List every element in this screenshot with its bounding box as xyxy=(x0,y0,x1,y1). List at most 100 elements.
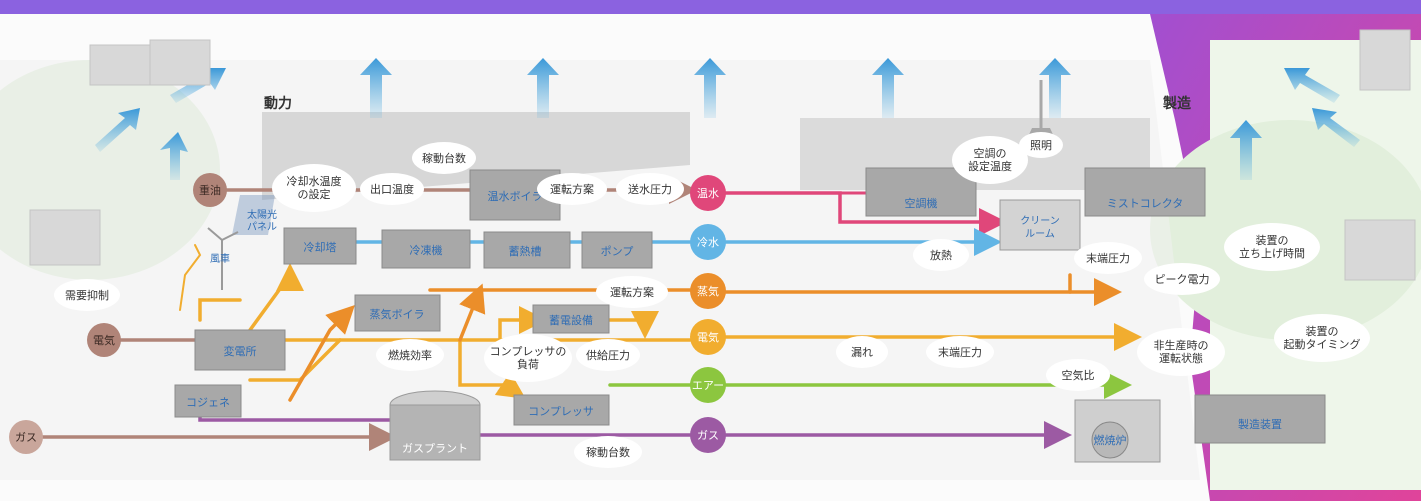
section-label-power: 動力 xyxy=(264,95,292,112)
gas-node xyxy=(690,417,726,453)
steam-riser xyxy=(458,283,486,342)
oil-source-label: 重油 xyxy=(199,183,221,197)
electricity-label: 電気 xyxy=(697,330,719,344)
heat-storage-tank-label: 蓄熱槽 xyxy=(509,245,542,258)
steam-boiler: 蒸気ボイラ xyxy=(354,294,441,332)
pump: ポンプ xyxy=(581,231,653,269)
house xyxy=(149,39,211,86)
upflow-arrow xyxy=(1284,68,1340,103)
manufacturing-equipment: 製造装置 xyxy=(1194,394,1326,444)
upflow-arrow xyxy=(160,132,188,180)
battery-out xyxy=(608,311,659,339)
bubble xyxy=(1074,242,1142,274)
cooling-tower: 冷却塔 xyxy=(283,227,357,265)
bubble xyxy=(537,173,607,205)
bubble-ac-temp-setting: 空調の設定温度 xyxy=(968,146,1012,173)
electric-to-compressor xyxy=(458,338,526,399)
cold-water-node xyxy=(690,224,726,260)
wind-turbine-label: 風車 xyxy=(210,252,230,265)
chiller: 冷凍機 xyxy=(381,229,471,269)
battery: 蓄電設備 xyxy=(532,304,610,334)
steam-node xyxy=(690,273,726,309)
bubble-nonproduction-state: 非生産時の運転状態 xyxy=(1154,338,1209,365)
cooling-tower-label: 冷却塔 xyxy=(304,241,337,254)
upflow-arrow xyxy=(872,58,904,118)
cogeneration-label: コジェネ xyxy=(186,396,230,409)
hot-water-node xyxy=(690,175,726,211)
pump-label: ポンプ xyxy=(601,245,634,258)
bubble-demand-control: 需要抑制 xyxy=(65,288,109,302)
oil-source-node xyxy=(193,173,227,207)
top-bar xyxy=(0,0,1421,14)
bubble xyxy=(1019,132,1063,158)
bubble xyxy=(952,136,1028,184)
upflow-arrow xyxy=(360,58,392,118)
bubble-startup-timing: 装置の起動タイミング xyxy=(1284,325,1361,351)
bubble-operating-units-top: 稼動台数 xyxy=(422,151,466,165)
gas-plant: ガスプラント xyxy=(389,390,481,461)
compressor: コンプレッサ xyxy=(513,394,610,426)
bubble-cooling-water-temp: 冷却水温度の設定 xyxy=(287,174,342,201)
battery-label: 蓄電設備 xyxy=(549,313,593,327)
upflow-arrow xyxy=(694,58,726,118)
bubble xyxy=(1224,223,1320,271)
electric-to-tower xyxy=(248,263,304,332)
houses xyxy=(29,29,1416,281)
solar-panel: 太陽光パネル xyxy=(232,195,277,235)
bubble xyxy=(926,336,994,368)
electricity-source-node xyxy=(87,323,121,357)
house xyxy=(29,209,101,266)
upflow-arrow xyxy=(1230,120,1262,180)
wind-feed xyxy=(179,244,202,311)
upflow-arrow xyxy=(527,58,559,118)
bubble xyxy=(360,173,424,205)
bubble-outlet-temp: 出口温度 xyxy=(370,182,414,196)
bubble xyxy=(1137,328,1225,376)
air-conditioner: 空調機 xyxy=(865,167,977,217)
hot-water-boiler-label: 温水ボイラ xyxy=(488,190,543,203)
gas-source-node xyxy=(9,420,43,454)
mist-collector: ミストコレクタ xyxy=(1084,167,1206,217)
hot-water-label: 温水 xyxy=(697,187,719,200)
section-label-manufacturing: 製造 xyxy=(1162,95,1191,112)
air-conditioner-label: 空調機 xyxy=(905,196,938,210)
bubble xyxy=(836,336,888,368)
bubble xyxy=(1274,314,1370,362)
bubble xyxy=(616,173,684,205)
bubble-lighting: 照明 xyxy=(1030,139,1052,152)
bubble-end-pressure-mid: 末端圧力 xyxy=(938,345,982,359)
air-label: エアー xyxy=(692,379,724,392)
substation: 変電所 xyxy=(194,329,286,371)
bubble xyxy=(484,334,572,382)
steam-boiler-label: 蒸気ボイラ xyxy=(370,307,425,321)
furnace: 燃焼炉 xyxy=(1074,399,1161,463)
upflow-arrow xyxy=(1039,58,1071,118)
heat-storage-tank: 蓄熱槽 xyxy=(483,231,571,269)
house xyxy=(1344,219,1416,281)
gas-source-label: ガス xyxy=(15,431,37,444)
source-nodes: 重油 電気 ガス xyxy=(9,173,227,454)
manufacturing-equipment-label: 製造装置 xyxy=(1238,417,1282,431)
wind-turbine: 風車 xyxy=(207,227,239,290)
furnace-label: 燃焼炉 xyxy=(1094,433,1127,447)
mist-collector-label: ミストコレクタ xyxy=(1107,197,1184,210)
house xyxy=(1359,29,1411,91)
bubble-startup-time: 装置の立ち上げ時間 xyxy=(1239,234,1305,260)
chiller-label: 冷凍機 xyxy=(410,243,443,257)
cold-water-label: 冷水 xyxy=(697,236,719,249)
bubble xyxy=(272,164,356,212)
electricity-source-label: 電気 xyxy=(93,333,115,347)
bubble-air-ratio: 空気比 xyxy=(1062,368,1095,382)
equipment-buildings: 冷却塔 冷凍機 温水ボイラ 蓄熱槽 ポンプ 蒸気ボイラ 蓄電設備 変電所 xyxy=(174,80,1326,463)
bubble xyxy=(574,436,642,468)
solar-feed xyxy=(198,298,242,322)
bubble-operation-plan-mid: 運転方案 xyxy=(610,285,654,299)
bubble xyxy=(412,142,476,174)
electricity-node xyxy=(690,319,726,355)
solar-panel-label: 太陽光パネル xyxy=(247,208,277,233)
gas-label: ガス xyxy=(697,429,719,442)
bubble-supply-pressure: 供給圧力 xyxy=(586,348,630,362)
bubble xyxy=(376,339,444,371)
